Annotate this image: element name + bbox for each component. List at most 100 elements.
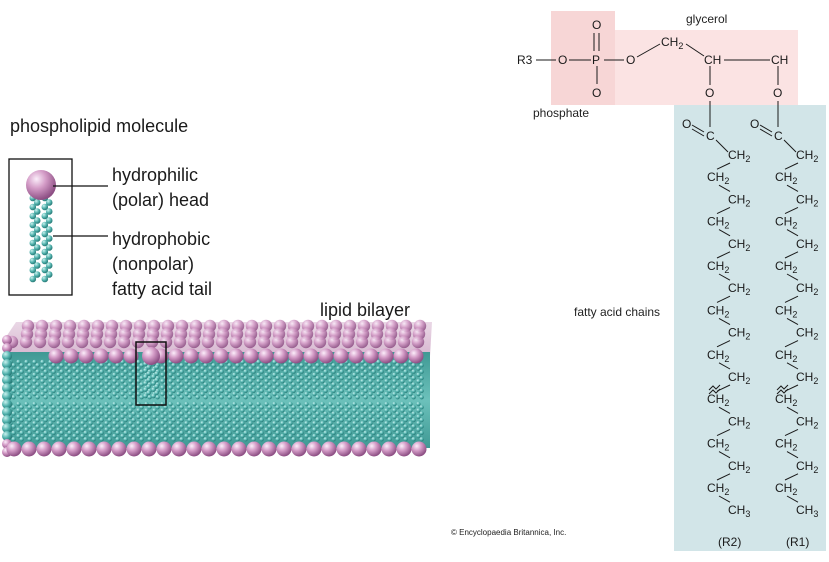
bilayer-tail-upper [320, 359, 328, 400]
glycerol-ch2: CH2 [661, 35, 683, 51]
tail-bead [387, 417, 392, 423]
tail-bead [224, 372, 229, 377]
tail-bead [155, 430, 160, 435]
tail-bead [96, 385, 101, 390]
tail-bead [315, 375, 320, 381]
tail-bead [264, 408, 269, 413]
surface-head [201, 335, 215, 349]
tail-bead [29, 203, 37, 211]
tail-bead [40, 372, 45, 377]
tail-bead [27, 382, 32, 387]
tail-bead [72, 372, 77, 377]
bottom-head [336, 441, 352, 457]
tail-bead [235, 363, 240, 368]
tail-bead [11, 395, 16, 400]
surface-head [33, 335, 47, 349]
tail-bead [64, 414, 69, 419]
backbone-structure: R3 O P O O O CH2 CH CH O O [517, 18, 788, 100]
tail-bead [243, 430, 248, 435]
bilayer-tail-upper [288, 359, 296, 400]
tail-bead [184, 401, 189, 407]
tail-bead [323, 388, 328, 393]
tail-bead [339, 382, 344, 387]
tail-bead [360, 414, 365, 419]
tail-label-line1: hydrophobic [112, 229, 210, 249]
ch2-group: CH2 [796, 237, 818, 253]
tail-bead [291, 405, 296, 410]
tail-bead [304, 379, 309, 384]
tail-bead [315, 395, 320, 400]
tail-bead [403, 405, 408, 410]
tail-bead [211, 424, 216, 429]
tail-bead [400, 414, 405, 419]
top-head [198, 348, 214, 364]
tail-bead [240, 379, 245, 384]
tail-bead [35, 411, 40, 416]
tail-bead [200, 408, 205, 413]
tail-bead [299, 375, 304, 381]
tail-bead [56, 372, 61, 377]
tail-bead [395, 395, 400, 400]
tail-bead [40, 421, 45, 426]
tail-bead [171, 430, 176, 435]
tail-bead [256, 427, 261, 432]
tail-bead [355, 424, 360, 429]
top-head [363, 348, 379, 364]
surface-head [89, 335, 103, 349]
tail-bead [235, 395, 240, 400]
tail-bead [208, 385, 213, 390]
tail-bead [243, 382, 248, 387]
tail-bead [240, 414, 245, 419]
tail-bead [80, 421, 85, 426]
tail-bead [208, 391, 213, 397]
tail-bead [331, 424, 336, 429]
tail-bead [344, 372, 349, 377]
tail-bead [360, 427, 365, 432]
tail-bead [360, 372, 365, 377]
tail-bead [128, 401, 133, 407]
tail-bead [251, 382, 256, 387]
tail-bead [400, 385, 405, 390]
tail-bead [291, 363, 296, 368]
molecule-title: phospholipid molecule [10, 116, 188, 136]
bottom-head [156, 441, 172, 457]
tail-bead [291, 375, 296, 381]
tail-bead [203, 369, 208, 374]
tail-bead [371, 405, 376, 410]
bilayer-tail-lower [208, 401, 216, 442]
tail-bead [72, 433, 77, 439]
tail-bead [315, 382, 320, 387]
tail-bead [51, 411, 56, 416]
surface-head [411, 335, 425, 349]
tail-bead [331, 375, 336, 381]
tail-bead [128, 433, 133, 439]
surface-head [257, 335, 271, 349]
tail-bead [275, 430, 280, 435]
tail-bead [195, 375, 200, 381]
tail-bead [112, 401, 117, 407]
tail-bead [200, 379, 205, 384]
bilayer-tail-lower [272, 401, 280, 442]
tail-bead [419, 388, 424, 393]
tail-bead [251, 375, 256, 381]
tail-bead [107, 375, 112, 381]
tail-bead [176, 427, 181, 432]
tail-bead [328, 421, 333, 426]
bilayer-tail-lower [264, 401, 272, 442]
tail-bead [96, 379, 101, 384]
tail-bead [384, 408, 389, 413]
tail-bead [280, 366, 285, 371]
tail-bead [304, 433, 309, 439]
tail-bead [320, 433, 325, 439]
tail-bead [104, 427, 109, 432]
tail-bead [195, 382, 200, 387]
tail-bead [123, 424, 128, 429]
tail-bead [184, 366, 189, 371]
tail-bead [275, 382, 280, 387]
bilayer-tail-upper [136, 359, 144, 400]
tail-bead [251, 411, 256, 416]
tail-bead [151, 368, 156, 373]
tail-bead [128, 372, 133, 377]
tail-bead [64, 433, 69, 439]
tail-bead [288, 427, 293, 432]
